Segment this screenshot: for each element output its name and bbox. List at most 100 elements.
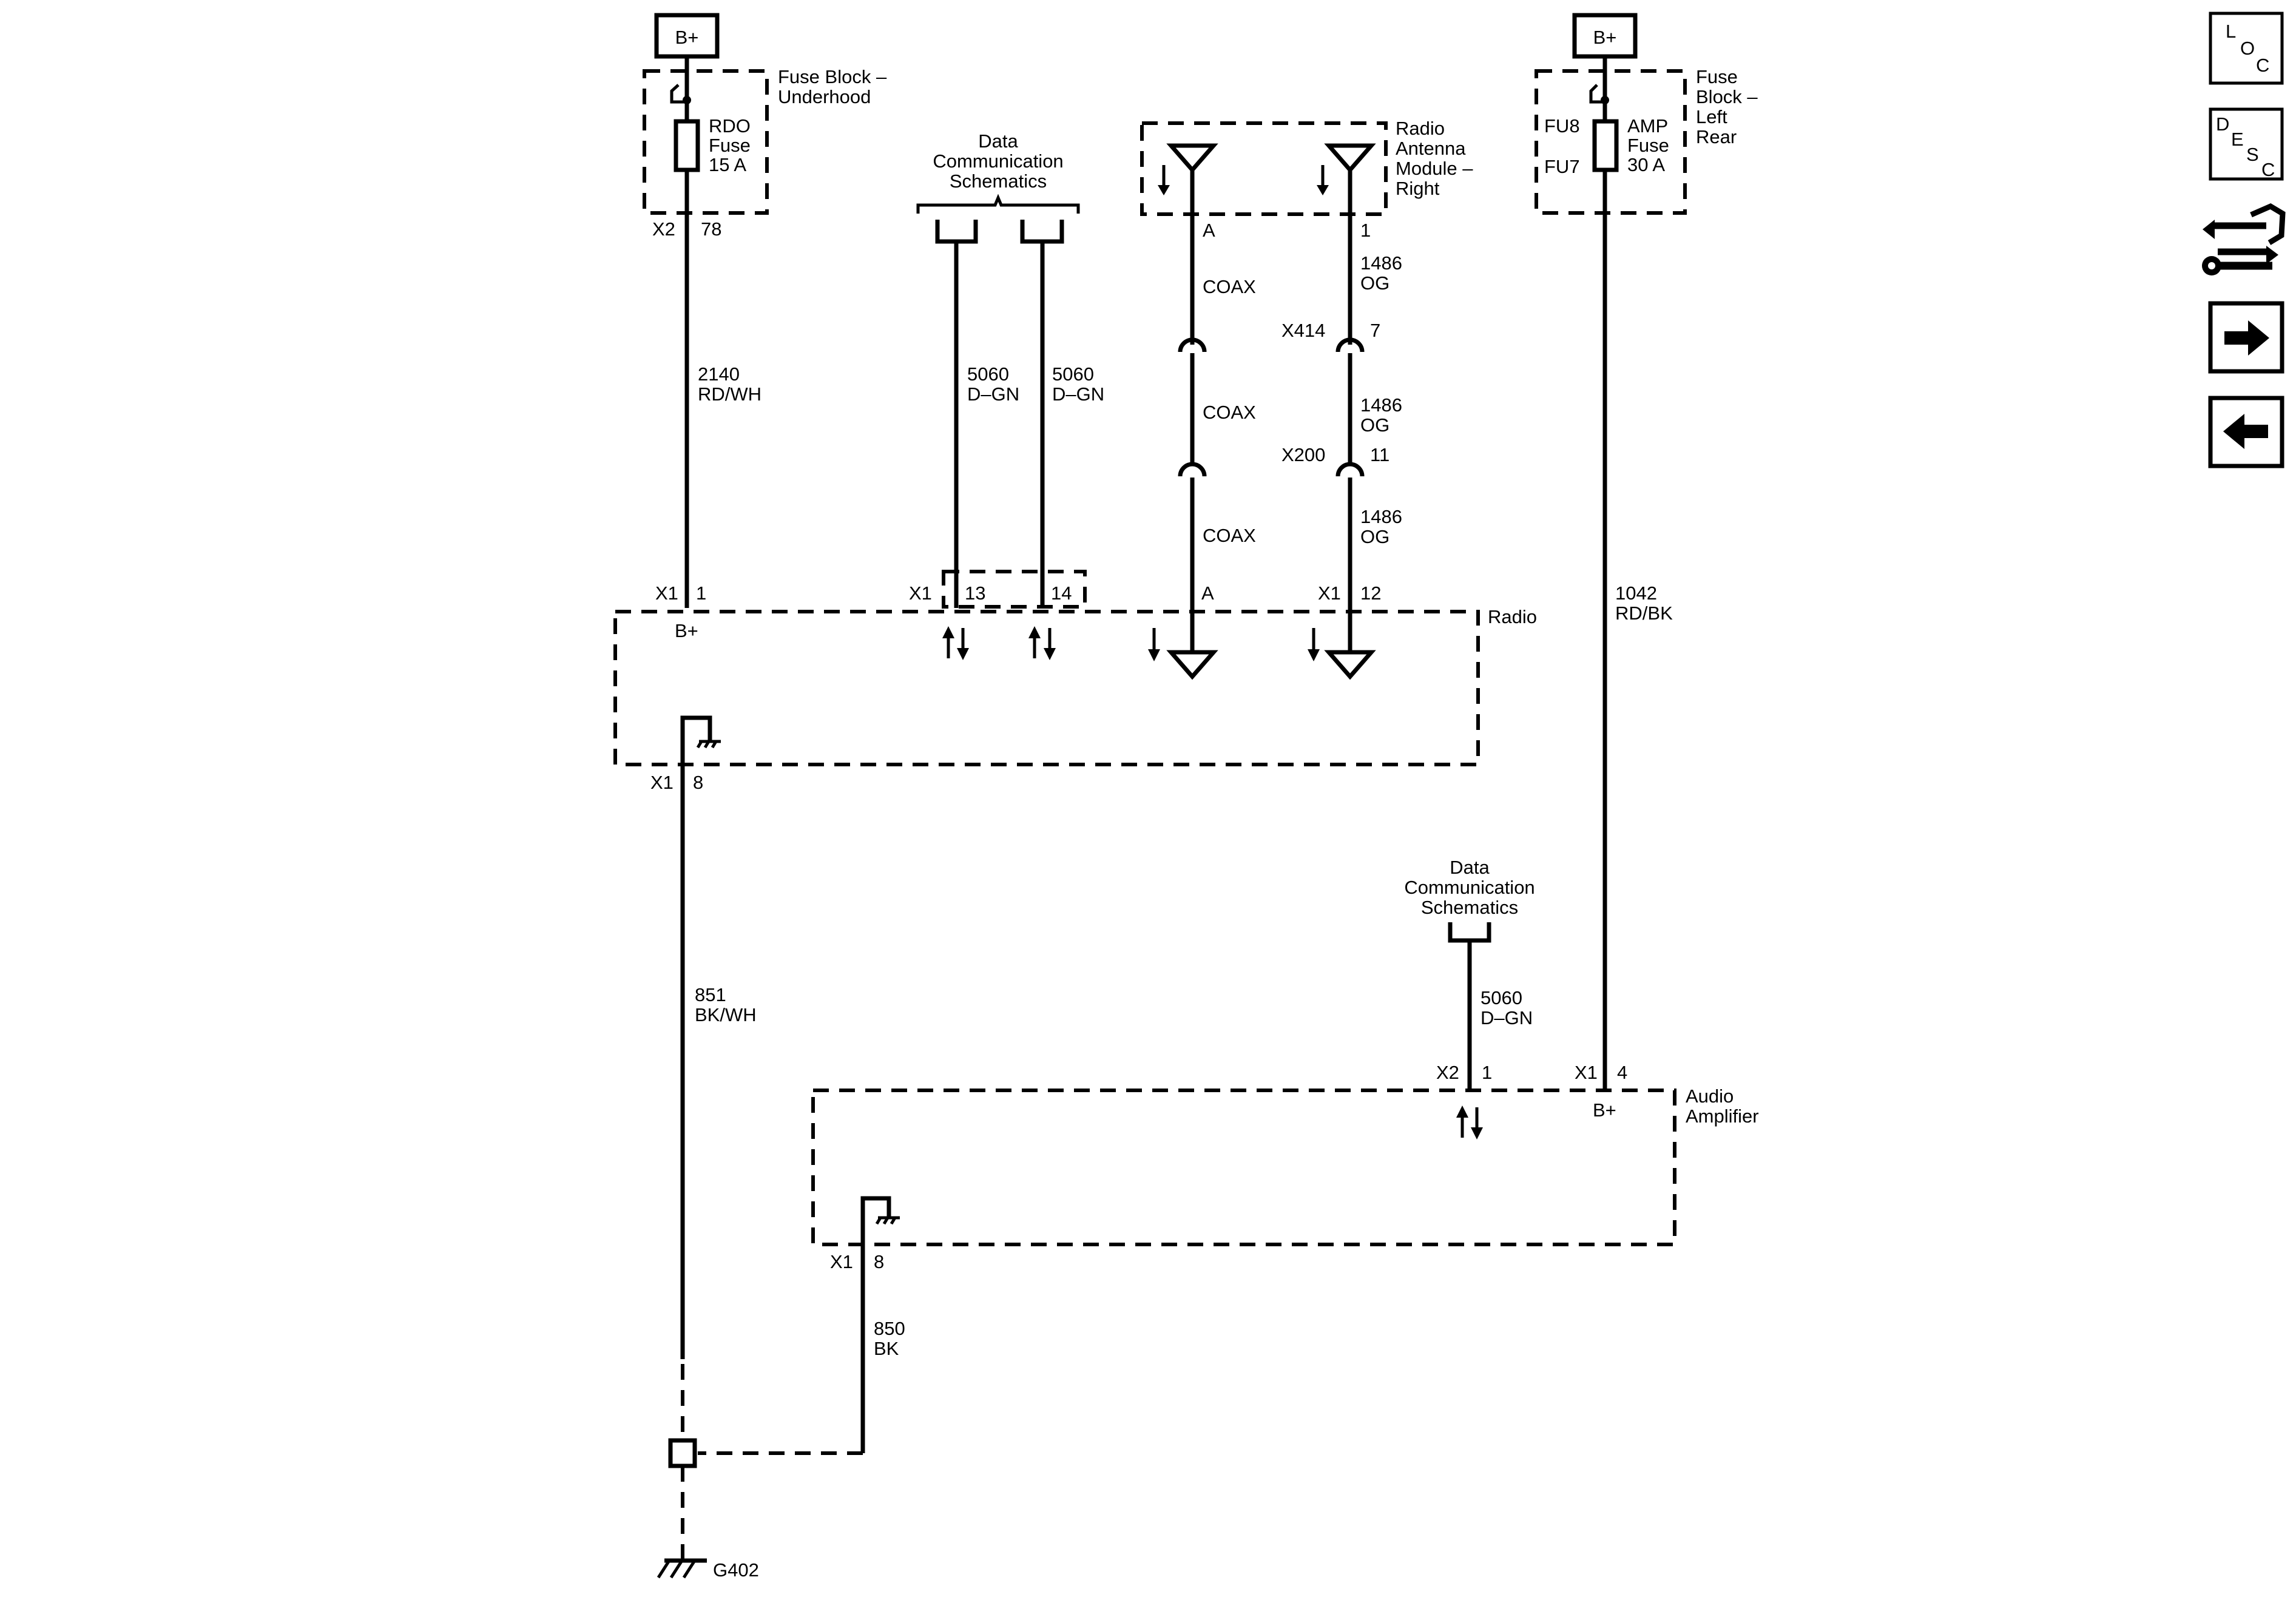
- right-power-source: B+: [1572, 13, 1638, 59]
- antenna-module-title-2: Antenna: [1396, 138, 1466, 159]
- radio-x1-a: X1: [655, 582, 678, 604]
- wire-5060-c-color: D–GN: [1481, 1007, 1533, 1028]
- audio-amplifier: Audio Amplifier X2 1 X1 4 B+ X1 8: [811, 1062, 1759, 1272]
- wire-2140-color: RD/WH: [698, 383, 761, 405]
- loc-letter-c: C: [2256, 55, 2269, 76]
- radio-antenna-module: Radio Antenna Module – Right A 1: [1140, 118, 1473, 241]
- radio-x1-c: X1: [1318, 582, 1341, 604]
- data-comm-amp-line1: Data: [1450, 857, 1490, 878]
- amp-fuse-label-1: AMP: [1627, 115, 1668, 137]
- data-comm-top-line3: Schematics: [950, 170, 1047, 192]
- arrow-right-icon: [2224, 320, 2269, 356]
- radio-pin-13: 13: [965, 582, 985, 604]
- left-power-source: B+: [654, 13, 720, 59]
- wire-5060-a-number: 5060: [967, 363, 1009, 385]
- amplifier-x1: X1: [1575, 1062, 1598, 1083]
- desc-letter-d: D: [2216, 113, 2229, 135]
- fuse-block-left-rear: Fuse Block – Left Rear FU8 FU7 AMP Fuse …: [1535, 56, 1758, 215]
- connector-tool-icon[interactable]: [2202, 203, 2286, 275]
- wire-2140-number: 2140: [698, 363, 740, 385]
- antenna-module-title-1: Radio: [1396, 118, 1445, 139]
- ground-splice: [668, 1438, 697, 1559]
- wire-1486: 1486 OG 1486 OG 1486 OG X414 7 X200 11: [1281, 214, 1402, 650]
- antenna-module-title-3: Module –: [1396, 158, 1473, 179]
- wire-851-number: 851: [695, 984, 726, 1005]
- data-comm-top: Data Communication Schematics: [916, 130, 1080, 244]
- desc-letter-c: C: [2261, 159, 2275, 180]
- loc-button[interactable]: L O C: [2209, 12, 2284, 85]
- radio-pin-a: A: [1201, 582, 1214, 604]
- ground-label: G402: [713, 1559, 759, 1581]
- fuse-block-rear-title-2: Block –: [1696, 86, 1758, 107]
- wire-1486-a-number: 1486: [1360, 252, 1402, 274]
- wire-1042-number: 1042: [1615, 582, 1657, 604]
- rdo-fuse-label-1: RDO: [709, 115, 751, 137]
- wire-851-color: BK/WH: [695, 1004, 757, 1025]
- rdo-fuse-label-3: 15 A: [709, 154, 746, 175]
- left-bplus-label: B+: [675, 27, 699, 48]
- previous-button[interactable]: [2208, 396, 2284, 468]
- amplifier-bplus: B+: [1593, 1099, 1616, 1121]
- wire-5060-c-number: 5060: [1481, 987, 1522, 1008]
- radio-pin-14: 14: [1051, 582, 1072, 604]
- coax-label-2: COAX: [1203, 402, 1256, 423]
- antenna-module-title-4: Right: [1396, 178, 1440, 199]
- wire-5060-c: 5060 D–GN: [1467, 940, 1533, 1092]
- wire-5060-a-color: D–GN: [967, 383, 1019, 405]
- wire-1042-color: RD/BK: [1615, 603, 1673, 624]
- desc-letter-s: S: [2246, 144, 2259, 165]
- antenna-pin-1: 1: [1360, 220, 1371, 241]
- loc-letter-o: O: [2240, 38, 2255, 59]
- wire-5060-a: 5060 D–GN: [954, 241, 1019, 608]
- fuse-block-underhood-title-2: Underhood: [778, 86, 871, 107]
- loc-letter-l: L: [2226, 21, 2236, 42]
- right-bplus-label: B+: [1593, 27, 1617, 48]
- data-comm-top-line1: Data: [978, 130, 1018, 152]
- fuse-fu7: FU7: [1544, 156, 1580, 177]
- fuse-block-underhood: Fuse Block – Underhood RDO Fuse 15 A X2 …: [643, 56, 887, 240]
- wire-1486-b-number: 1486: [1360, 394, 1402, 416]
- fuse-fu8: FU8: [1544, 115, 1580, 137]
- radio-x1-d: X1: [650, 772, 674, 793]
- desc-button[interactable]: D E S C: [2209, 107, 2284, 181]
- ground-icon: [657, 1558, 707, 1579]
- wire-850-number: 850: [874, 1318, 905, 1339]
- radio-pin-1: 1: [696, 582, 706, 604]
- fuse-pin-78: 78: [701, 218, 721, 240]
- ground-g402: G402: [657, 1558, 759, 1581]
- wire-5060-b-color: D–GN: [1052, 383, 1104, 405]
- wire-1486-b-color: OG: [1360, 414, 1389, 436]
- fuse-block-rear-title-1: Fuse: [1696, 66, 1738, 87]
- wire-1486-a-color: OG: [1360, 272, 1389, 294]
- amp-fuse-label-2: Fuse: [1627, 135, 1669, 156]
- rdo-fuse-label-2: Fuse: [709, 135, 751, 156]
- amplifier-x2: X2: [1436, 1062, 1459, 1083]
- desc-letter-e: E: [2231, 129, 2244, 150]
- antenna-pin-a: A: [1203, 220, 1215, 241]
- wire-1486-c-color: OG: [1360, 526, 1389, 547]
- next-button[interactable]: [2208, 301, 2284, 374]
- amplifier-pin-4: 4: [1617, 1062, 1627, 1083]
- coax-label-1: COAX: [1203, 276, 1256, 297]
- arrow-left-icon: [2223, 414, 2268, 449]
- radio-internal-ground-icon: [680, 715, 721, 771]
- amplifier-x1-gnd: X1: [830, 1251, 853, 1272]
- radio-module: Radio X1 1 B+ X1 13 14 A X1 12 X1 8: [613, 570, 1537, 793]
- amplifier-internal-ground-icon: [860, 1196, 900, 1250]
- fuse-block-underhood-title-1: Fuse Block –: [778, 66, 887, 87]
- wire-851: 851 BK/WH: [680, 769, 757, 1440]
- data-comm-amp-line2: Communication: [1404, 877, 1535, 898]
- radio-title: Radio: [1488, 606, 1537, 627]
- data-comm-amp-line3: Schematics: [1421, 897, 1518, 918]
- radio-x1-b: X1: [909, 582, 932, 604]
- connector-x414-pin: 7: [1370, 320, 1380, 341]
- wire-850: 850 BK: [698, 1249, 905, 1455]
- radio-antenna-inputs: [1148, 628, 1376, 680]
- radio-data-arrows: [942, 626, 1056, 660]
- amplifier-data-arrows: [1456, 1106, 1483, 1139]
- data-comm-amp: Data Communication Schematics: [1404, 857, 1535, 943]
- wire-2140: 2140 RD/WH: [684, 213, 761, 608]
- fuse-block-rear-title-4: Rear: [1696, 126, 1737, 147]
- radio-pin-8: 8: [693, 772, 703, 793]
